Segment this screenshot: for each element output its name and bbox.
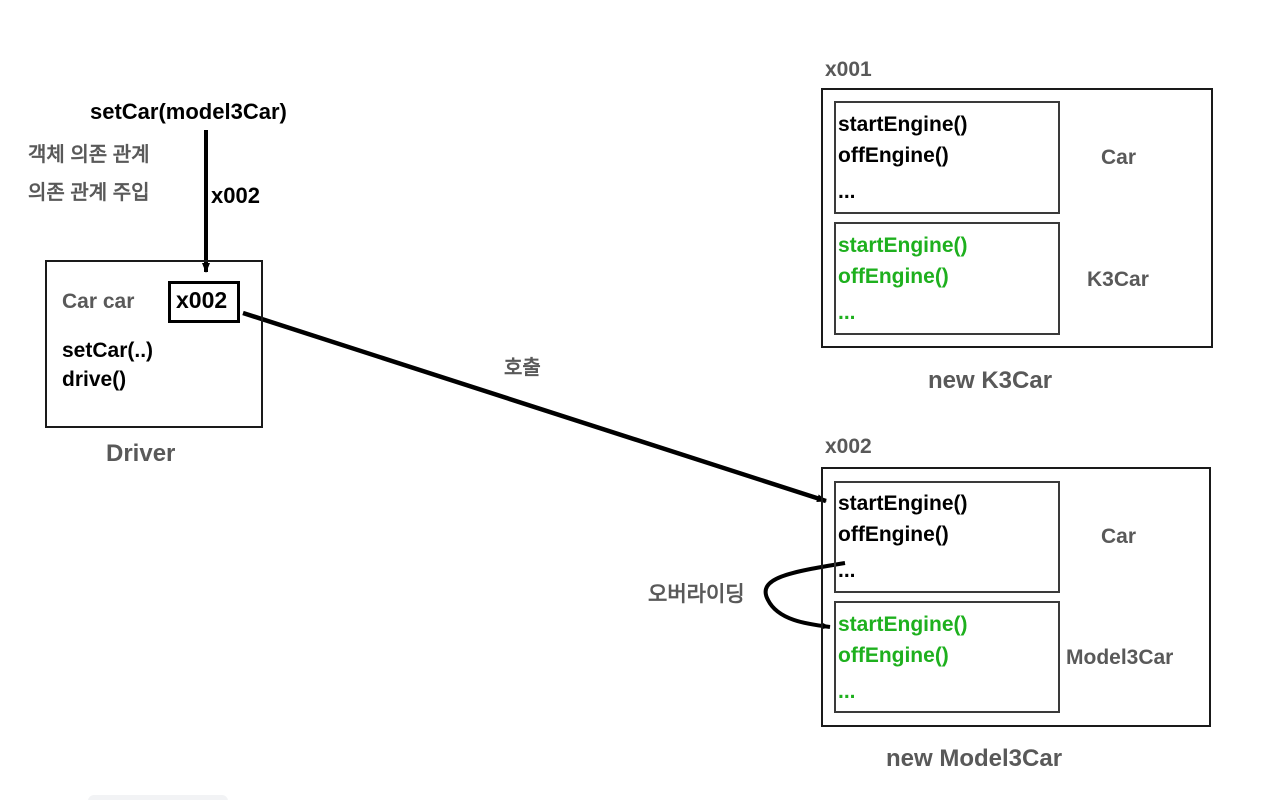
k3car-subclass-type-label: K3Car <box>1087 268 1149 291</box>
driver-field-label: Car car <box>62 290 135 313</box>
k3car-super-method-offengine: offEngine() <box>838 144 949 167</box>
dependency-injection-label: 의존 관계 주입 <box>28 182 150 204</box>
bottom-edge-artifact <box>88 795 228 800</box>
driver-method-drive: drive() <box>62 368 127 391</box>
driver-reference-slot-box <box>168 281 240 323</box>
model3car-super-method-offengine: offEngine() <box>838 523 949 546</box>
model3car-instance-box <box>821 467 1211 727</box>
call-arrow <box>242 310 827 504</box>
k3car-instance-id-label: x001 <box>825 58 872 81</box>
k3car-instance-caption: new K3Car <box>928 367 1053 394</box>
k3car-instance-box <box>821 88 1213 348</box>
model3car-superclass-method-box <box>834 481 1060 593</box>
call-label: 호출 <box>504 357 541 379</box>
model3car-sub-method-offengine: offEngine() <box>838 644 949 667</box>
k3car-super-method-startengine: startEngine() <box>838 113 968 136</box>
model3car-instance-caption: new Model3Car <box>886 745 1063 772</box>
k3car-super-method-ellipsis: ... <box>838 180 856 203</box>
overriding-label: 오버라이딩 <box>648 583 745 606</box>
driver-object-box <box>45 260 263 428</box>
driver-method-setcar: setCar(..) <box>62 339 154 362</box>
k3car-sub-method-offengine: offEngine() <box>838 265 949 288</box>
injected-reference-label: x002 <box>211 183 260 208</box>
k3car-subclass-method-box <box>834 222 1060 335</box>
model3car-instance-id-label: x002 <box>825 435 872 458</box>
driver-caption: Driver <box>106 440 176 467</box>
dependency-relation-label: 객체 의존 관계 <box>28 144 150 166</box>
k3car-sub-method-startengine: startEngine() <box>838 234 968 257</box>
k3car-superclass-type-label: Car <box>1101 146 1137 169</box>
model3car-subclass-method-box <box>834 601 1060 713</box>
model3car-superclass-type-label: Car <box>1101 525 1137 548</box>
k3car-superclass-method-box <box>834 101 1060 214</box>
k3car-sub-method-ellipsis: ... <box>838 301 856 324</box>
model3car-sub-method-startengine: startEngine() <box>838 613 968 636</box>
model3car-super-method-startengine: startEngine() <box>838 492 968 515</box>
model3car-sub-method-ellipsis: ... <box>838 680 856 703</box>
setcar-call-label: setCar(model3Car) <box>90 99 287 124</box>
driver-reference-slot-value: x002 <box>176 287 228 313</box>
model3car-subclass-type-label: Model3Car <box>1066 646 1174 669</box>
model3car-super-method-ellipsis: ... <box>838 559 856 582</box>
